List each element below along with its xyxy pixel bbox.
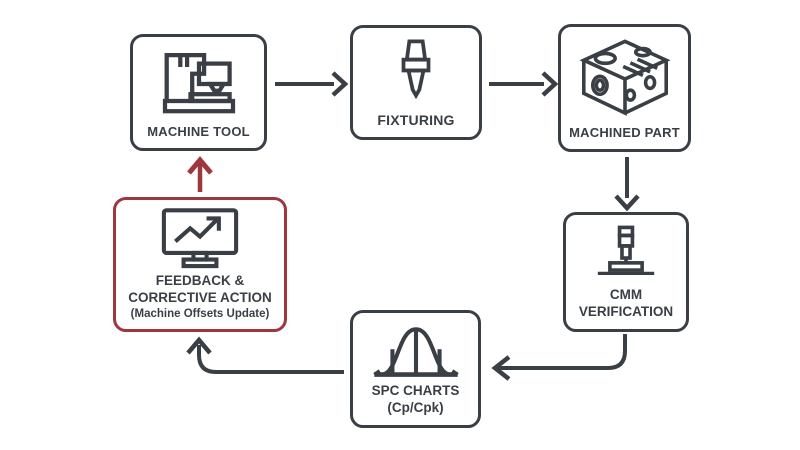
- node-label-line1: CMM: [609, 287, 643, 303]
- cnc-machine-icon: [137, 43, 260, 124]
- machined-block-icon: [565, 33, 684, 125]
- bell-curve-icon: [357, 319, 474, 383]
- node-label-line2: CORRECTIVE ACTION: [128, 289, 272, 305]
- node-machined-part: MACHINED PART: [558, 24, 691, 152]
- cmm-probe-icon: [570, 221, 682, 287]
- node-machine-tool: MACHINE TOOL: [130, 34, 267, 151]
- node-label: FIXTURING: [377, 111, 455, 128]
- node-feedback-corrective-action: FEEDBACK & CORRECTIVE ACTION (Machine Of…: [113, 197, 287, 332]
- tool-holder-icon: [357, 34, 475, 112]
- monitor-trend-icon: [120, 206, 280, 273]
- node-sublabel: (Cp/Cpk): [387, 400, 444, 416]
- node-label: MACHINE TOOL: [147, 124, 250, 140]
- arrow-feedback-to-machine-tool: [187, 156, 213, 192]
- arrow-spc-to-feedback: [186, 336, 344, 374]
- node-spc-charts: SPC CHARTS (Cp/Cpk): [350, 310, 481, 428]
- node-label: MACHINED PART: [569, 125, 680, 141]
- arrow-fixturing-to-machined-part: [489, 71, 559, 97]
- node-label: SPC CHARTS: [371, 383, 460, 399]
- node-sublabel: (Machine Offsets Update): [130, 307, 270, 320]
- node-cmm-verification: CMM VERIFICATION: [563, 212, 689, 332]
- arrow-machine-tool-to-fixturing: [275, 71, 349, 97]
- node-label-line1: FEEDBACK &: [155, 272, 245, 288]
- node-fixturing: FIXTURING: [350, 25, 482, 140]
- node-label-line2: VERIFICATION: [578, 304, 674, 320]
- arrow-machined-part-to-cmm: [614, 157, 640, 212]
- arrow-cmm-to-spc: [491, 334, 627, 381]
